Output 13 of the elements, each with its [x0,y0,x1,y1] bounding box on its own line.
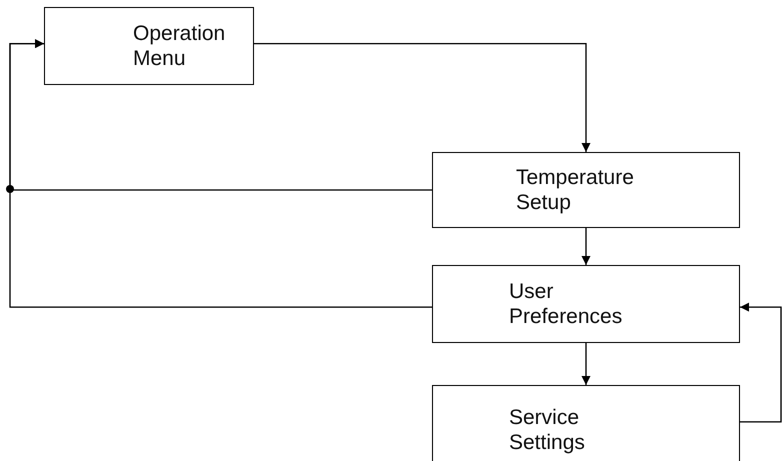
box-label: Operation Menu [133,21,226,71]
box-label: Service Settings [509,405,586,455]
process-box [432,265,740,343]
arrow [9,39,432,308]
arrow [582,343,590,385]
arrow [740,302,782,423]
arrow [254,43,590,152]
box-label: User Preferences [509,279,624,329]
process-box [432,152,740,228]
box-label: Temperature Setup [516,165,635,215]
arrow [582,228,590,265]
process-box [44,7,254,85]
process-box [432,385,740,461]
